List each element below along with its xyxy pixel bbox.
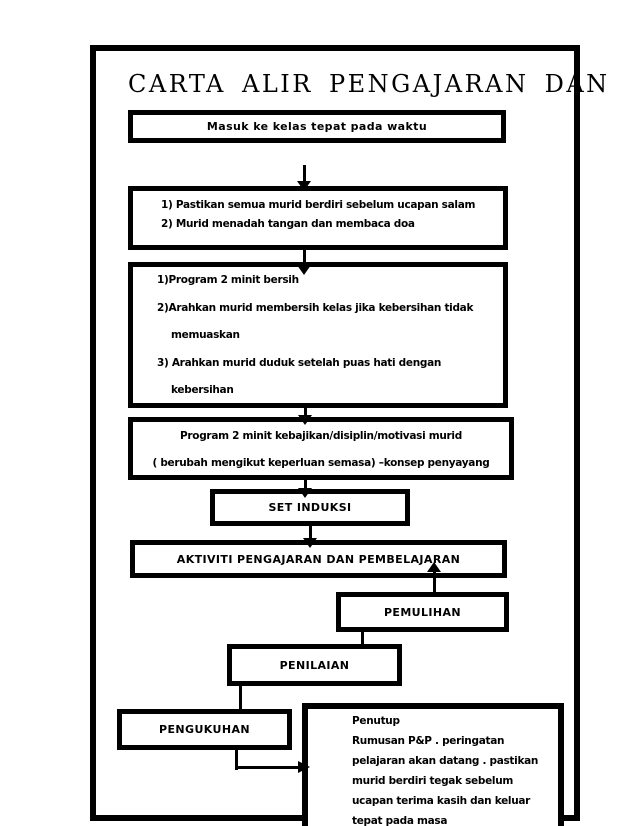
arrow-down-icon [303, 538, 317, 548]
flow-box-salam-line: 2) Murid menadah tangan dan membaca doa [161, 218, 415, 230]
flow-box-pengukuhan: PENGUKUHAN [117, 709, 292, 750]
arrow-pemulihan-to-aktiviti [427, 562, 441, 592]
arrow-stem [302, 250, 306, 265]
arrow-set-induksi-to-aktiviti [303, 526, 317, 548]
line-pengukuhan-elbow-horizontal [235, 766, 301, 769]
arrow-right-icon [298, 761, 310, 773]
flow-box-bersih-line: 1)Program 2 minit bersih [157, 274, 299, 286]
arrow-stem [303, 406, 307, 415]
flow-box-kebajikan-line: Program 2 minit kebajikan/disiplin/motiv… [180, 430, 462, 442]
page-title: CARTA ALIR PENGAJARAN DAN [128, 70, 610, 98]
arrow-up-icon [427, 562, 441, 572]
flow-box-penilaian: PENILAIAN [227, 644, 402, 686]
flow-box-kebajikan-line: ( berubah mengikut keperluan semasa) –ko… [152, 457, 490, 469]
arrow-down-icon [297, 181, 311, 191]
flow-box-penutup-line: tepat pada masa [352, 815, 448, 826]
flow-box-penutup-line: murid berdiri tegak sebelum [352, 775, 514, 787]
arrow-salam-to-bersih [297, 250, 311, 275]
flow-box-bersih-line: 2)Arahkan murid membersih kelas jika keb… [157, 301, 474, 314]
flow-box-bersih-line: 3) Arahkan murid duduk setelah puas hati… [157, 356, 442, 369]
flow-box-penutup-line: Rumusan P&P . peringatan [352, 735, 505, 747]
arrow-down-icon [298, 415, 312, 425]
arrow-kebajikan-to-set-induksi [298, 478, 312, 498]
flow-box-masuk: Masuk ke kelas tepat pada waktu [128, 110, 506, 143]
flow-box-aktiviti-label: AKTIVITI PENGAJARAN DAN PEMBELAJARAN [176, 552, 461, 566]
flow-box-penutup: Penutup Rumusan P&P . peringatan pelajar… [302, 703, 564, 826]
flow-box-pemulihan-label: PEMULIHAN [383, 605, 462, 619]
flow-box-penilaian-label: PENILAIAN [279, 658, 350, 672]
arrow-stem [302, 165, 306, 181]
line-penilaian-to-pengukuhan [239, 684, 242, 711]
flow-box-bersih-line: kebersihan [171, 384, 234, 396]
arrow-down-icon [298, 488, 312, 498]
arrow-down-icon [297, 265, 311, 275]
flow-box-salam: 1) Pastikan semua murid berdiri sebelum … [128, 186, 508, 250]
flow-box-penutup-line: Penutup [352, 715, 400, 727]
flow-box-kebajikan: Program 2 minit kebajikan/disiplin/motiv… [128, 417, 514, 480]
arrow-stem [432, 572, 436, 592]
arrow-bersih-to-kebajikan [298, 406, 312, 425]
flow-box-bersih-line: memuaskan [171, 329, 240, 341]
flow-box-penutup-line: pelajaran akan datang . pastikan [352, 755, 539, 767]
line-pemulihan-to-penilaian [361, 630, 364, 646]
flow-box-masuk-label: Masuk ke kelas tepat pada waktu [206, 120, 428, 133]
arrow-stem [308, 526, 312, 538]
flow-box-bersih: 1)Program 2 minit bersih 2)Arahkan murid… [128, 262, 508, 408]
line-pengukuhan-elbow-vertical [235, 748, 238, 770]
arrow-stem [303, 478, 307, 488]
flow-box-set-induksi-label: SET INDUKSI [268, 501, 352, 514]
flow-box-penutup-line: ucapan terima kasih dan keluar [352, 795, 531, 807]
flow-box-pengukuhan-label: PENGUKUHAN [159, 723, 250, 736]
flow-box-pemulihan: PEMULIHAN [336, 592, 509, 632]
flow-box-aktiviti: AKTIVITI PENGAJARAN DAN PEMBELAJARAN [130, 540, 507, 578]
flow-box-salam-line: 1) Pastikan semua murid berdiri sebelum … [161, 199, 476, 211]
arrow-masuk-to-salam [297, 165, 311, 191]
